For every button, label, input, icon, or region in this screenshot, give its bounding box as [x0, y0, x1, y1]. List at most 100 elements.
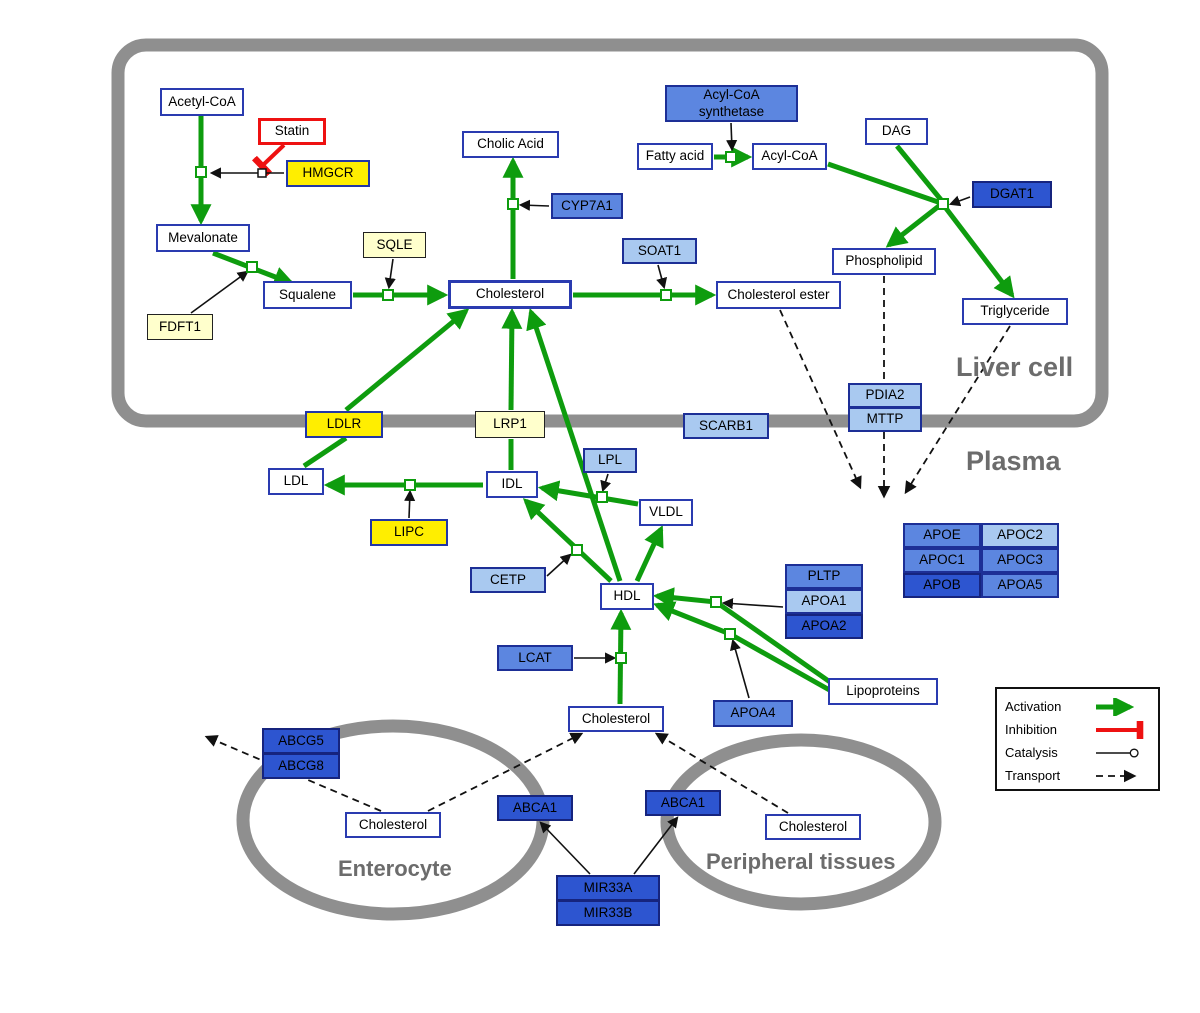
edge-activation-7	[895, 144, 944, 203]
node-ldl[interactable]: LDL	[268, 468, 324, 495]
node-scarb1[interactable]: SCARB1	[683, 413, 769, 439]
activation-arrow-symbol	[1096, 697, 1135, 716]
node-sqle[interactable]: SQLE	[363, 232, 426, 258]
node-cholic-acid[interactable]: Cholic Acid	[462, 131, 559, 158]
plasma-label: Plasma	[966, 446, 1061, 476]
legend-catalysis-label: Catalysis	[1005, 745, 1058, 760]
node-squalene[interactable]: Squalene	[263, 281, 352, 309]
edge-transport-42	[654, 732, 789, 814]
edge-catalysis-31	[600, 473, 612, 493]
node-acetyl-coa[interactable]: Acetyl-CoA	[160, 88, 244, 116]
node-cholesterol-plasma[interactable]: Cholesterol	[568, 706, 664, 732]
node-ldlr[interactable]: LDLR	[305, 411, 383, 438]
node-abcg5[interactable]: ABCG5	[262, 728, 340, 754]
inhibition-tbar-symbol	[1096, 720, 1144, 739]
node-lipc[interactable]: LIPC	[370, 519, 448, 546]
reaction-node	[382, 289, 394, 301]
reaction-node	[246, 261, 258, 273]
legend-row-inhibition: Inhibition	[1005, 718, 1150, 741]
peripheral-tissues-outline	[660, 733, 942, 911]
node-cyp7a1[interactable]: CYP7A1	[551, 193, 623, 219]
node-fdft1[interactable]: FDFT1	[147, 314, 213, 340]
reaction-node	[660, 289, 672, 301]
edge-catalysis-37	[633, 816, 679, 875]
node-acyl-coa-synthetase[interactable]: Acyl-CoA synthetase	[665, 85, 798, 122]
edge-catalysis-26	[518, 199, 550, 211]
node-abcg8[interactable]: ABCG8	[262, 753, 340, 779]
node-pdia2[interactable]: PDIA2	[848, 383, 922, 408]
edge-catalysis-32	[546, 553, 572, 577]
legend-row-catalysis: Catalysis	[1005, 741, 1150, 764]
node-apoe[interactable]: APOE	[903, 523, 981, 548]
reaction-node	[615, 652, 627, 664]
node-pltp[interactable]: PLTP	[785, 564, 863, 589]
node-abca1-enterocyte[interactable]: ABCA1	[497, 795, 573, 821]
edge-activation-8	[943, 205, 1015, 299]
node-apob[interactable]: APOB	[903, 573, 981, 598]
node-mir33b[interactable]: MIR33B	[556, 900, 660, 926]
edge-activation-14	[501, 307, 523, 411]
legend-row-transport: Transport	[1005, 764, 1150, 787]
node-apoa4[interactable]: APOA4	[713, 700, 793, 727]
edge-transport-38	[779, 309, 862, 490]
node-statin[interactable]: Statin	[258, 118, 326, 145]
node-hdl[interactable]: HDL	[600, 583, 654, 610]
legend-inhibition-label: Inhibition	[1005, 722, 1058, 737]
edge-catalysis-25	[384, 258, 396, 290]
edge-transport-43	[204, 735, 382, 812]
node-cetp[interactable]: CETP	[470, 567, 546, 593]
node-mttp[interactable]: MTTP	[848, 407, 922, 432]
node-mir33a[interactable]: MIR33A	[556, 875, 660, 901]
reaction-node	[596, 491, 608, 503]
reaction-node	[571, 544, 583, 556]
node-lcat[interactable]: LCAT	[497, 645, 573, 671]
node-mevalonate[interactable]: Mevalonate	[156, 224, 250, 252]
node-cholesterol-ester[interactable]: Cholesterol ester	[716, 281, 841, 309]
node-vldl[interactable]: VLDL	[639, 499, 693, 526]
node-triglyceride[interactable]: Triglyceride	[962, 298, 1068, 325]
liver-cell-outline	[111, 38, 1109, 428]
node-fatty-acid[interactable]: Fatty acid	[637, 143, 713, 170]
node-apoa2[interactable]: APOA2	[785, 614, 863, 639]
node-apoc3[interactable]: APOC3	[981, 548, 1059, 573]
node-abca1-peripheral[interactable]: ABCA1	[645, 790, 721, 816]
legend-transport-label: Transport	[1005, 768, 1061, 783]
reaction-node	[725, 151, 737, 163]
node-lrp1[interactable]: LRP1	[475, 411, 545, 438]
node-cholesterol-peripheral[interactable]: Cholesterol	[765, 814, 861, 840]
node-apoc1[interactable]: APOC1	[903, 548, 981, 573]
liver-cell-label: Liver cell	[956, 352, 1074, 382]
edge-activation-18	[526, 308, 623, 582]
edge-catalysis-27	[656, 264, 668, 290]
node-lipoproteins[interactable]: Lipoproteins	[828, 678, 938, 705]
node-soat1[interactable]: SOAT1	[622, 238, 697, 264]
catalysis-circle-symbol	[1096, 747, 1139, 758]
node-cholesterol-enterocyte[interactable]: Cholesterol	[345, 812, 441, 838]
edge-catalysis-28	[726, 122, 738, 152]
node-apoc2[interactable]: APOC2	[981, 523, 1059, 548]
reaction-node	[507, 198, 519, 210]
edge-activation-11	[344, 308, 470, 412]
legend-box: Activation Inhibition Catalysis Transpor…	[995, 687, 1160, 791]
node-idl[interactable]: IDL	[486, 471, 538, 498]
node-acyl-coa[interactable]: Acyl-CoA	[752, 143, 827, 170]
edge-inhibition-22	[252, 143, 286, 177]
node-apoa1[interactable]: APOA1	[785, 589, 863, 614]
node-cholesterol-liver[interactable]: Cholesterol	[448, 280, 572, 309]
edge-catalysis-35	[730, 638, 750, 699]
edge-transport-40	[904, 325, 1011, 495]
edge-activation-17	[634, 525, 664, 583]
node-hmgcr[interactable]: HMGCR	[286, 160, 370, 187]
node-apoa5[interactable]: APOA5	[981, 573, 1059, 598]
node-phospholipid[interactable]: Phospholipid	[832, 248, 936, 275]
edge-activation-9	[885, 204, 941, 248]
node-lpl[interactable]: LPL	[583, 448, 637, 473]
legend-row-activation: Activation	[1005, 695, 1150, 718]
node-dgat1[interactable]: DGAT1	[972, 181, 1052, 208]
legend-activation-label: Activation	[1005, 699, 1062, 714]
enterocyte-label: Enterocyte	[338, 856, 452, 881]
node-dag[interactable]: DAG	[865, 118, 928, 145]
reaction-node	[195, 166, 207, 178]
